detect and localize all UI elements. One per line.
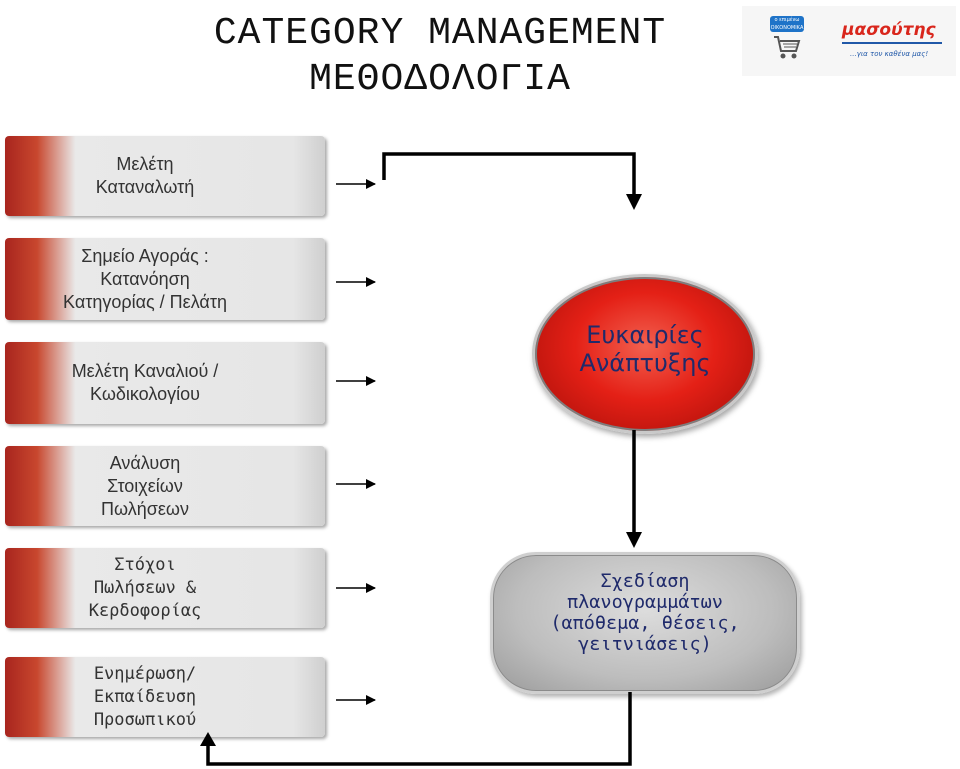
- arrowhead-planogram: [626, 532, 642, 548]
- step-staff-training: Ενημέρωση/ Εκπαίδευση Προσωπικού: [5, 657, 325, 737]
- arrowhead-feedback: [200, 732, 216, 746]
- connector-to-opportunities: [382, 152, 636, 196]
- step-sales-targets: Στόχοι Πωλήσεων & Κερδοφορίας: [5, 548, 325, 628]
- connector-feedback-loop: [206, 692, 632, 766]
- brand-underline: [842, 42, 942, 44]
- page-subtitle: ΜΕΘΟΔΟΛΟΓΙΑ: [309, 58, 571, 101]
- cart-badge: ο επιμένω ΟΙΚΟΝΟΜΙΚΑ: [770, 16, 804, 32]
- company-logo: ο επιμένω ΟΙΚΟΝΟΜΙΚΑ μασούτης ...για τον…: [742, 6, 956, 76]
- arrowhead-opportunities: [626, 194, 642, 210]
- brand-tagline: ...για τον καθένα μας!: [850, 50, 929, 58]
- shopping-cart-icon: [774, 36, 801, 59]
- step-label: Ενημέρωση/ Εκπαίδευση Προσωπικού: [93, 663, 197, 730]
- step-label: Μελέτη Καταναλωτή: [95, 154, 195, 197]
- step-channel-study: Μελέτη Καναλιού / Κωδικολογίου: [5, 342, 325, 424]
- growth-opportunities-node: Ευκαιρίες Ανάπτυξης: [532, 274, 758, 434]
- opportunities-label: Ευκαιρίες Ανάπτυξης: [579, 321, 711, 377]
- brand-name: μασούτης: [842, 20, 936, 40]
- step-sales-analysis: Ανάλυση Στοιχείων Πωλήσεων: [5, 446, 325, 526]
- planogram-design-node: Σχεδίαση πλανογραμμάτων (απόθεμα, θέσεις…: [490, 552, 800, 694]
- step-label: Μελέτη Καναλιού / Κωδικολογίου: [71, 361, 219, 404]
- step-consumer-study: Μελέτη Καταναλωτή: [5, 136, 325, 216]
- step-label: Στόχοι Πωλήσεων & Κερδοφορίας: [88, 554, 202, 621]
- step-label: Ανάλυση Στοιχείων Πωλήσεων: [101, 452, 189, 519]
- page-title: CATEGORY MANAGEMENT: [213, 12, 667, 55]
- planogram-label: Σχεδίαση πλανογραμμάτων (απόθεμα, θέσεις…: [550, 571, 740, 655]
- step-label: Σημείο Αγοράς : Κατανόηση Κατηγορίας / Π…: [63, 245, 227, 312]
- step-point-of-sale: Σημείο Αγοράς : Κατανόηση Κατηγορίας / Π…: [5, 238, 325, 320]
